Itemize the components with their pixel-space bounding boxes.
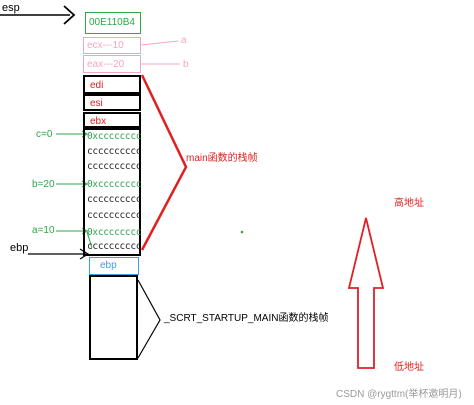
high-address-label: 高地址	[394, 198, 424, 209]
cell-row-5: cccccccccc	[87, 194, 142, 205]
main-frame-label: main函数的栈帧	[186, 153, 258, 164]
watermark: CSDN @rygttm(举杯邀明月)	[336, 389, 462, 400]
saved-ebp-box: ebp	[89, 257, 139, 275]
saved-ebp-text: ebp	[100, 260, 117, 271]
ebp-arrow	[28, 248, 90, 260]
main-frame-bracket	[140, 74, 188, 251]
cell-column: 0xcccccccc cccccccccc cccccccccc 0xccccc…	[87, 130, 142, 254]
esp-arrow	[0, 5, 76, 25]
esi-text: esi	[90, 98, 103, 109]
ecx-box: ecx---10	[83, 37, 141, 54]
esi-box: esi	[83, 94, 141, 111]
ebx-box: ebx	[83, 112, 141, 128]
scrt-frame-bracket	[137, 279, 161, 359]
cell-row-1: 0xcccccccc	[87, 131, 142, 142]
eax-box: eax---20	[83, 55, 141, 73]
scrt-frame-box	[89, 275, 138, 360]
label-a: a	[181, 35, 187, 46]
cell-row-2: cccccccccc	[87, 146, 142, 157]
local-variables-region: 0xcccccccc cccccccccc cccccccccc 0xccccc…	[83, 128, 142, 256]
cell-row-4: 0xcccccccc	[87, 179, 142, 190]
var-b-label: b=20	[32, 179, 55, 190]
var-c-label: c=0	[36, 129, 53, 140]
cell-row-3: cccccccccc	[87, 161, 142, 172]
ebx-text: ebx	[90, 116, 107, 127]
edi-text: edi	[90, 80, 104, 91]
var-a-label: a=10	[32, 225, 55, 236]
return-address-text: 00E110B4	[89, 17, 135, 28]
green-dot	[240, 230, 244, 234]
ecx-text: ecx---10	[87, 40, 124, 51]
cell-row-6: cccccccccc	[87, 210, 142, 221]
label-b: b	[183, 59, 189, 70]
cell-row-7: 0xcccccccc	[87, 227, 142, 238]
cell-row-8: cccccccccc	[87, 241, 142, 252]
eax-text: eax---20	[87, 59, 125, 70]
edi-box: edi	[83, 75, 141, 94]
ebp-label: ebp	[10, 242, 29, 254]
address-direction-arrow	[347, 217, 385, 369]
esp-label: esp	[2, 2, 20, 14]
green-connector	[86, 231, 93, 249]
scrt-frame-label: _SCRT_STARTUP_MAIN函数的栈帧	[164, 313, 329, 324]
a-connector	[140, 40, 179, 46]
return-address-box: 00E110B4	[85, 12, 141, 34]
low-address-label: 低地址	[394, 362, 424, 373]
